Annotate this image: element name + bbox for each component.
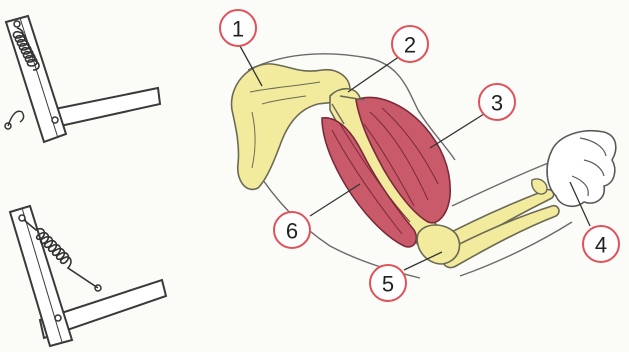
elbow-joint — [417, 225, 459, 264]
callout-6: 6 — [274, 212, 310, 248]
pivot-hole — [14, 21, 20, 27]
callout-label-2: 2 — [404, 33, 416, 58]
leader-line-3 — [430, 114, 484, 148]
pivot-hole — [52, 117, 58, 123]
callout-label-4: 4 — [595, 233, 607, 258]
callout-label-6: 6 — [286, 219, 298, 244]
callout-1: 1 — [220, 10, 256, 46]
callout-4: 4 — [583, 226, 619, 262]
pivot-hole — [55, 315, 61, 321]
callout-label-5: 5 — [382, 272, 394, 297]
callout-label-1: 1 — [232, 17, 244, 42]
callout-2: 2 — [392, 26, 428, 62]
lever-model-contracted — [5, 16, 160, 142]
lever-model-stretched — [10, 206, 166, 346]
callout-label-3: 3 — [491, 91, 503, 116]
leader-line-2 — [348, 56, 400, 92]
leader-line-6 — [310, 184, 360, 216]
callout-5: 5 — [370, 265, 406, 301]
fist-hand — [547, 131, 616, 206]
callout-3: 3 — [479, 84, 515, 120]
